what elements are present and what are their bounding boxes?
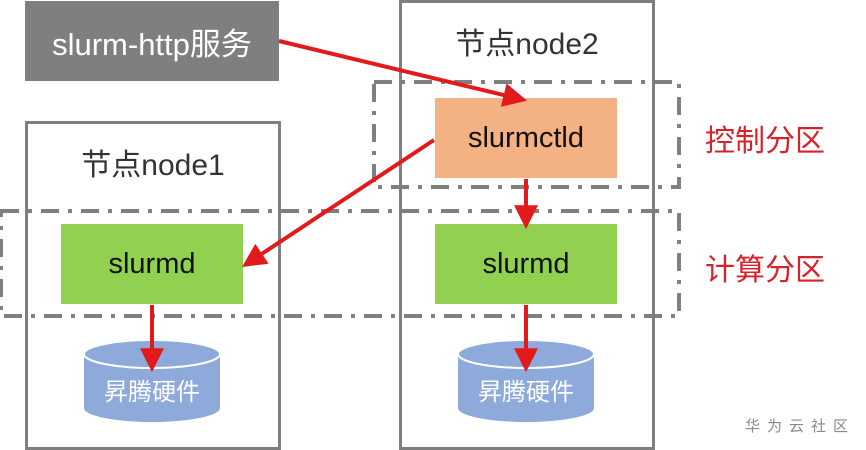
node1-title: 节点node1: [81, 149, 225, 182]
node2-title: 节点node2: [455, 28, 599, 61]
slurm-http-service: slurm-http服务: [25, 1, 279, 81]
arrow-service-to-slurmctld: [278, 39, 528, 107]
node2-hardware-label: 昇腾硬件: [478, 379, 574, 406]
slurmctld-box: slurmctld: [435, 98, 617, 178]
compute-partition-border: [0, 209, 681, 318]
node2-hardware: 昇腾硬件: [458, 370, 594, 406]
node2-box: 节点node2: [399, 0, 655, 450]
node1-hardware-cylinder: [83, 339, 221, 422]
control-partition-label: 控制分区: [705, 125, 825, 158]
control-partition-border: [372, 80, 681, 189]
node1-hardware-label: 昇腾硬件: [104, 379, 200, 406]
watermark: 华为云社区: [745, 418, 856, 435]
node1-slurmd-box: slurmd: [61, 224, 243, 304]
node1-hardware: 昇腾硬件: [84, 370, 220, 406]
arrow-slurmctld-to-node1-slurmd: [241, 138, 436, 267]
compute-partition-label: 计算分区: [705, 254, 825, 287]
node2-slurmd-box: slurmd: [435, 224, 617, 304]
node1-box: 节点node1: [25, 121, 281, 450]
